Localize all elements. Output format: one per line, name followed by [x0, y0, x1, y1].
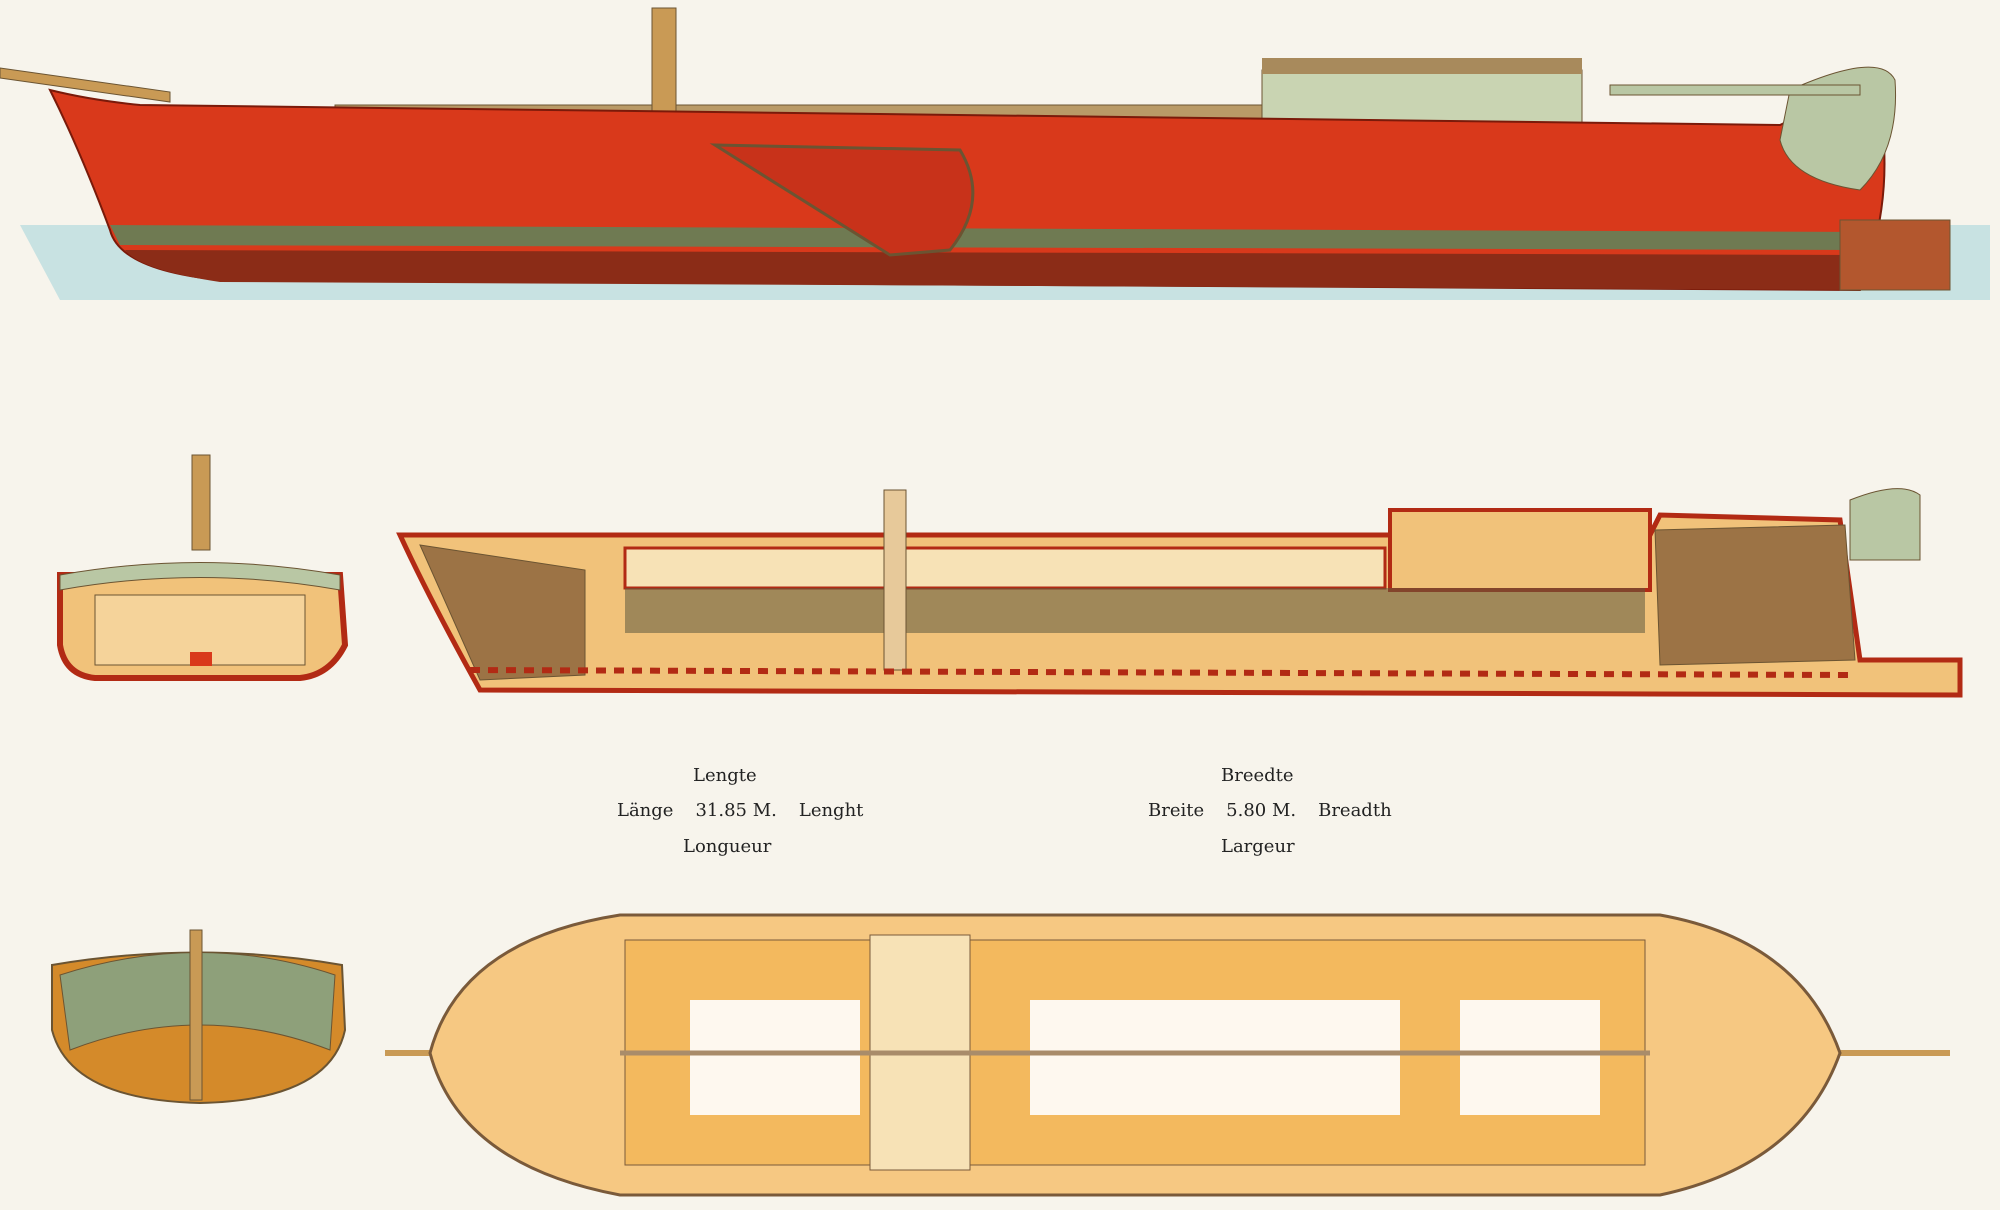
- breadth-label-dutch: Breedte: [1221, 765, 1294, 786]
- stern-gallery: [1779, 66, 1897, 191]
- length-label-dutch: Lengte: [693, 765, 757, 786]
- breadth-label-french: Largeur: [1221, 836, 1295, 857]
- mast-stump: [651, 7, 677, 119]
- waterline-band: [110, 225, 1870, 250]
- side-elevation: [0, 7, 1990, 300]
- longitudinal-section: [396, 488, 1963, 698]
- length-label-french: Longueur: [683, 836, 772, 857]
- tiller: [1609, 84, 1861, 96]
- leeboard: [709, 143, 975, 257]
- stern-view: [51, 929, 347, 1105]
- breadth-label-german: Breite: [1148, 800, 1205, 821]
- plan-view: [385, 913, 1950, 1197]
- bottom-band: [125, 250, 1862, 290]
- length-value: 31.85 M.: [695, 800, 777, 821]
- breadth-row: Breite 5.80 M. Breadth: [1148, 800, 1392, 821]
- length-row: Länge 31.85 M. Lenght: [617, 800, 863, 821]
- breadth-value: 5.80 M.: [1226, 800, 1297, 821]
- bow-bowsprit: [0, 67, 171, 103]
- deckhouse-roof: [1262, 58, 1582, 74]
- breadth-label-english: Breadth: [1318, 800, 1392, 821]
- length-label-german: Länge: [617, 800, 674, 821]
- rudder: [1839, 219, 1951, 291]
- cross-section-mast: [191, 454, 211, 551]
- length-label-english: Lenght: [798, 800, 864, 821]
- cross-section: [57, 454, 349, 681]
